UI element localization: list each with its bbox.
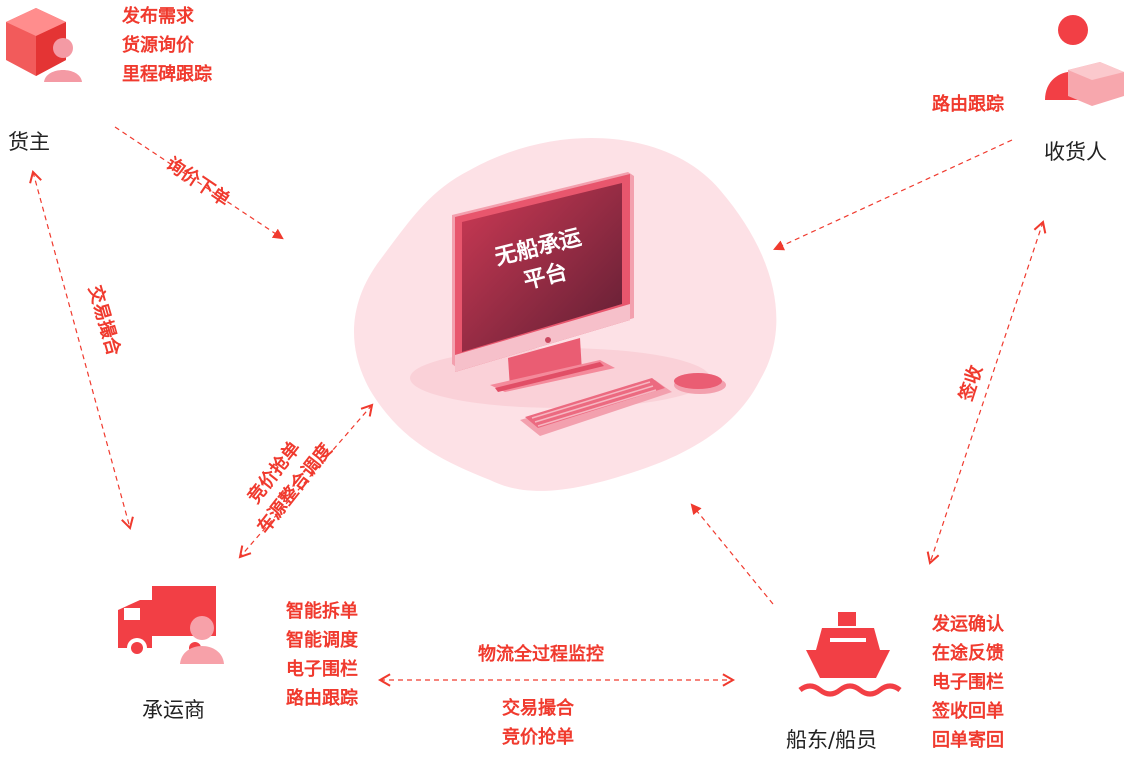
carrier-task: 路由跟踪 xyxy=(286,688,358,709)
shipper-tasks: 发布需求 货源询价 里程碑跟踪 xyxy=(122,2,212,89)
mouse xyxy=(674,373,726,394)
shipowner-task: 回单寄回 xyxy=(932,730,1004,751)
carrier-label: 承运商 xyxy=(142,698,205,722)
ship-icon xyxy=(798,612,902,697)
shipowner-task: 发运确认 xyxy=(932,614,1004,635)
edge-label-trade: 交易撮合 xyxy=(502,698,574,719)
shipowner-tasks: 发运确认 在途反馈 电子围栏 签收回单 回单寄回 xyxy=(932,610,1004,755)
box-user-icon xyxy=(6,8,82,82)
shipowner-task: 电子围栏 xyxy=(932,672,1004,693)
carrier-task: 智能调度 xyxy=(286,630,358,651)
carrier-tasks: 智能拆单 智能调度 电子围栏 路由跟踪 xyxy=(286,597,358,713)
receiver-label: 收货人 xyxy=(1044,140,1107,164)
receiver-icon xyxy=(1045,15,1124,106)
shipper-label: 货主 xyxy=(8,130,50,154)
shipowner-task: 在途反馈 xyxy=(932,643,1004,664)
monitor xyxy=(452,172,634,392)
edge-label-trade-bid: 交易撮合 竞价抢单 xyxy=(502,694,574,752)
shipper-task: 货源询价 xyxy=(122,35,194,56)
edge-label-bid: 竞价抢单 xyxy=(502,727,574,748)
shipowner-label: 船东/船员 xyxy=(786,728,878,752)
shipper-task: 里程碑跟踪 xyxy=(122,64,212,85)
carrier-task: 电子围栏 xyxy=(286,659,358,680)
keyboard xyxy=(520,378,672,436)
receiver-task: 路由跟踪 xyxy=(932,94,1004,115)
carrier-task: 智能拆单 xyxy=(286,601,358,622)
edge-label-monitoring: 物流全过程监控 xyxy=(478,644,604,665)
shipper-task: 发布需求 xyxy=(122,6,194,27)
truck-icon xyxy=(118,586,224,664)
arrows xyxy=(29,126,1047,687)
shipowner-task: 签收回单 xyxy=(932,701,1004,722)
